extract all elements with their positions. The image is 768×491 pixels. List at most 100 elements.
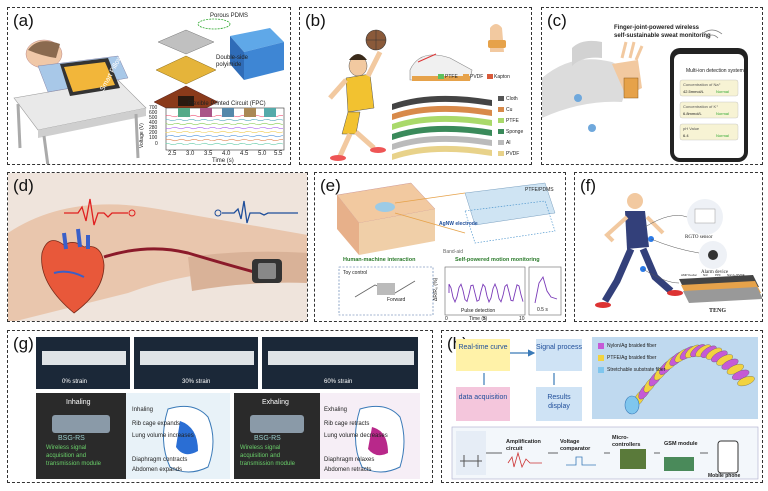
f-layer-0: AMP Kevlar <box>681 273 697 277</box>
layer-label-pdms: Porous PDMS <box>210 13 249 19</box>
panel-label: (f) <box>580 176 597 195</box>
legend-ptfe: PTFE <box>445 74 458 80</box>
phone-title: Multi-ion detection system <box>686 68 744 74</box>
basketball-player-illustration <box>328 24 506 161</box>
row-na-value: 42.5mmol/L <box>683 89 704 94</box>
g-right-state: Exhaling <box>262 399 289 406</box>
xtick: 3.5 <box>204 151 213 157</box>
e-ylabel: ΔR/R₀ (%) <box>433 277 439 301</box>
voltage-trace <box>165 134 284 138</box>
arm-illustration <box>542 29 748 162</box>
g-left-note: Abdomen expands <box>132 467 183 473</box>
chain-amplification: Amplification circuit <box>506 439 541 452</box>
xtick: 4.5 <box>240 151 249 157</box>
strain-0: 0% strain <box>62 379 88 385</box>
breathing-sensor-illustration <box>36 337 420 479</box>
g-right-module-1: Wireless signal <box>240 445 281 451</box>
flow-signal-process: Signal process <box>536 339 582 371</box>
g-right-note: Diaphragm relaxes <box>324 457 375 463</box>
ytick: 0 <box>155 141 158 147</box>
ytick: 280 <box>149 125 158 131</box>
a-xlabel: Time (s) <box>212 158 234 164</box>
legend-kapton: Kapton <box>494 74 510 80</box>
voltage-trace <box>165 130 284 134</box>
g-left-note: Diaphragm contracts <box>132 457 188 463</box>
g-left-note: Rib cage expands <box>132 421 181 427</box>
xtick: 3.0 <box>186 151 195 157</box>
row-na-name: Concentration of Na⁺ <box>683 82 721 87</box>
e-toy-label: Toy control <box>343 270 368 276</box>
g-left-note: Inhaling <box>132 407 154 413</box>
e-hmi-title: Human-machine interaction <box>343 257 416 263</box>
g-right-note: Abdomen retracts <box>324 467 372 473</box>
g-right-module-2: acquisition and <box>240 453 281 459</box>
fiber-ptfe: PTFE/Ag braided fiber <box>607 355 657 361</box>
a-ylabel: Voltage (V) <box>139 123 145 148</box>
f-teng-label: TENG <box>709 308 727 314</box>
e-label-agnw: AgNW electrode <box>439 221 478 227</box>
xtick: 5.0 <box>258 151 267 157</box>
g-left-note: Lung volume increases <box>132 433 194 439</box>
layer-al: Al <box>506 140 511 146</box>
band-aid-sensor-illustration <box>336 182 562 316</box>
e-pulse-label: Pulse detection <box>461 308 496 314</box>
row-k-name: Concentration of K⁺ <box>683 104 719 109</box>
fiber-substrate: Stretchable substrate fiber <box>607 367 666 373</box>
smart-pillow-illustration <box>13 18 285 164</box>
panel-b: (b) <box>299 7 532 165</box>
xtick: 5.5 <box>274 151 283 157</box>
ytick: 200 <box>149 130 158 136</box>
strain-30: 30% strain <box>182 379 211 385</box>
panel-label: (b) <box>305 11 326 30</box>
voltage-trace <box>165 126 284 130</box>
chain-microcontrollers: Micro-controllers <box>612 435 641 448</box>
legend-pvdf: PVDF <box>470 74 484 80</box>
layer-pvdf: PVDF <box>506 151 520 157</box>
layer-cu: Cu <box>506 107 513 113</box>
fiber-nylon: Nylon/Ag braided fiber <box>607 343 657 349</box>
e-xtick: 10 <box>519 316 525 322</box>
panel-label: (a) <box>13 11 34 30</box>
panel-g: (g) 0% strain 30% strain 60% strain Inha… <box>7 330 433 483</box>
panel-label: (e) <box>320 176 341 195</box>
e-label-bandaid: Band-aid <box>443 249 464 255</box>
fiber-system-diagram <box>451 337 759 480</box>
panel-label: (c) <box>547 11 567 30</box>
f-layer-1: Ni3 <box>703 273 708 277</box>
g-left-state: Inhaling <box>66 399 91 406</box>
panel-label: (d) <box>13 176 34 195</box>
g-right-device: BSG-RS <box>254 435 281 442</box>
chain-mobile-phone: Mobile phone <box>708 473 741 479</box>
f-layer-2: PPF <box>715 273 721 277</box>
f-layer-3: Ni2.2+/PVDF <box>727 273 745 277</box>
runner-illustration <box>595 193 762 308</box>
panel-d: (d) <box>7 172 308 322</box>
e-motion-title: Self-powered motion monitoring <box>455 257 540 263</box>
voltage-trace <box>165 122 284 126</box>
e-xlabel: Time (s) <box>469 316 488 322</box>
row-k-value: 6.8mmol/L <box>683 111 702 116</box>
panel-e: (e) PTFE/PDMS AgNW electrode Band-aid Hu… <box>314 172 566 322</box>
c-title-1: Finger-joint-powered wireless <box>614 25 700 31</box>
ytick: 600 <box>149 110 158 116</box>
ytick: 400 <box>149 120 158 126</box>
f-alarm-label: Alarm device <box>701 270 729 275</box>
g-left-module-3: transmission module <box>46 461 102 467</box>
heart-wrist-illustration <box>8 173 307 321</box>
fiber-coil-segment <box>737 376 755 387</box>
row-na-status: Normal <box>716 89 729 94</box>
g-right-note: Exhaling <box>324 407 348 413</box>
g-left-module-1: Wireless signal <box>46 445 87 451</box>
flow-realtime-curve: Real-time curve <box>456 339 510 371</box>
e-label-ptfe: PTFE/PDMS <box>525 187 554 193</box>
voltage-trace <box>165 142 284 146</box>
voltage-trace <box>165 118 284 122</box>
panel-label: (g) <box>13 334 34 353</box>
c-title-2: self-sustainable sweat monitoring <box>614 33 711 39</box>
flow-data-acquisition: data acquisition <box>456 387 510 421</box>
chain-comparator: Voltage comparator <box>560 439 591 452</box>
ytick: 700 <box>149 105 158 111</box>
e-xtick: 0 <box>445 316 448 322</box>
layer-cloth: Cloth <box>506 96 518 102</box>
panel-f: (f) RGTO sensor Alarm device TENG AMP Ke… <box>574 172 763 322</box>
